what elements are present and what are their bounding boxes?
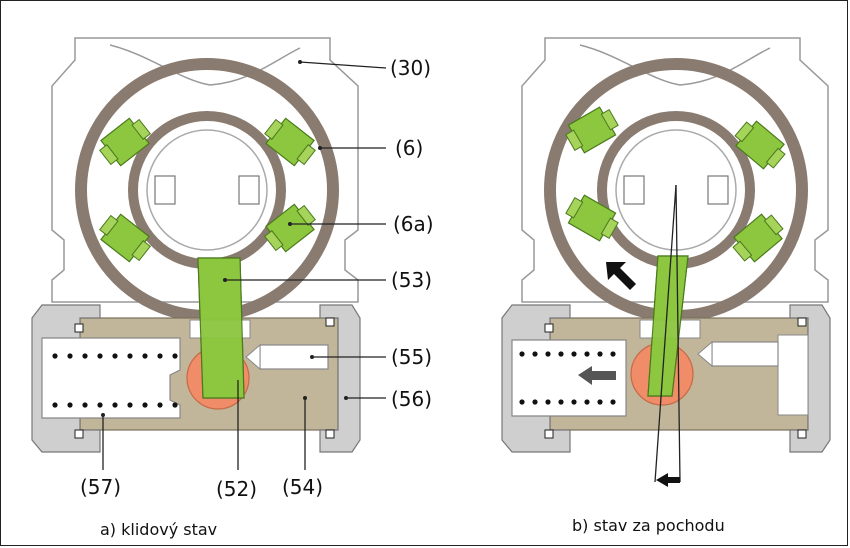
label-54: (54) <box>282 475 323 499</box>
plunger <box>711 341 779 367</box>
hub-slot-left <box>623 175 645 205</box>
label-55: (55) <box>391 345 432 369</box>
screw <box>797 429 807 439</box>
screw <box>325 317 335 327</box>
screw <box>544 323 554 333</box>
hub-slot-right <box>707 175 729 205</box>
hub <box>146 129 268 251</box>
label-53: (53) <box>391 268 432 292</box>
hub-slot-left <box>154 175 176 205</box>
spring-chamber <box>511 339 627 417</box>
mechanism-operating-state: b) stav za pochodu <box>501 37 831 535</box>
screw <box>74 323 84 333</box>
housing-top-arc <box>579 44 771 86</box>
label-30: (30) <box>390 56 431 80</box>
screw <box>797 317 807 327</box>
plunger-tip <box>245 343 261 371</box>
plunger-tip <box>697 340 713 368</box>
label-6a: (6a) <box>393 212 434 236</box>
label-57: (57) <box>80 475 121 499</box>
screw <box>544 429 554 439</box>
label-56: (56) <box>391 387 432 411</box>
hub-slot-right <box>238 175 260 205</box>
screw <box>74 429 84 439</box>
rotation-arrow-icon <box>606 262 636 290</box>
label-52: (52) <box>216 477 257 501</box>
push-arrow-icon <box>578 366 616 385</box>
mechanism-rest-state: (30) (6) (6a) (53) (55) (56) (57) (52) (… <box>31 37 434 539</box>
cover-inner-white <box>777 334 809 416</box>
housing-top-arc <box>109 44 301 86</box>
caption-left: a) klidový stav <box>100 520 217 539</box>
deflection-arrow-icon <box>656 473 680 487</box>
caption-right: b) stav za pochodu <box>572 516 725 535</box>
screw <box>325 429 335 439</box>
label-6: (6) <box>395 136 423 160</box>
